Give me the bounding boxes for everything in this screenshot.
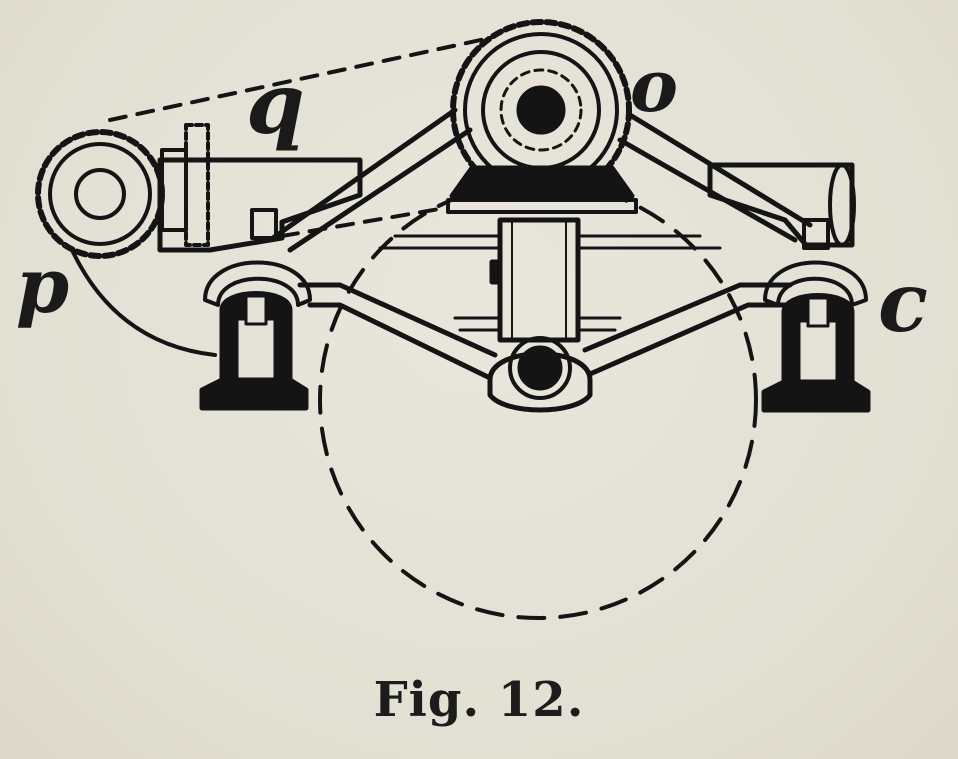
figure-caption: Fig. 12. [373, 672, 585, 728]
small-gear-block [160, 148, 188, 232]
label-q: q [246, 54, 305, 153]
spindle-collar [489, 259, 503, 285]
lower-bearing-ring [508, 336, 572, 400]
pulley-p [35, 129, 165, 259]
label-c: c [878, 255, 928, 351]
left-spring-cup [203, 260, 312, 307]
pulley-p-rim [48, 142, 152, 246]
pulley-p-hub [74, 168, 126, 220]
right-beam-end [828, 163, 856, 247]
shaft-lower [453, 316, 622, 332]
chain-line-top [108, 36, 492, 122]
chain-line-lower [280, 206, 447, 238]
right-foot-stem [806, 296, 830, 328]
left-upper-arm [267, 107, 473, 253]
right-spring-cup [763, 260, 868, 307]
upper-gear-o-hub [516, 85, 566, 135]
upper-gear-o-inner [481, 50, 601, 170]
cable [70, 248, 217, 357]
left-bolt [250, 208, 278, 240]
spindle-detail [511, 219, 567, 341]
lower-bearing-hub [517, 345, 563, 391]
upper-gear-o [450, 19, 632, 201]
upper-gear-o-dashed [499, 68, 583, 152]
left-foot-stem [244, 294, 268, 326]
left-lower-arm [297, 282, 498, 381]
horizontal-shaft [378, 234, 722, 250]
left-foot-window [233, 315, 279, 383]
right-foot-window [795, 317, 841, 385]
label-p: p [16, 241, 70, 330]
small-gear-q [184, 123, 210, 247]
right-upper-arm [617, 112, 813, 243]
upper-gear-o-rim [463, 32, 619, 188]
gear-base-plate [446, 198, 638, 214]
label-o: o [630, 43, 679, 128]
right-bolt [802, 218, 830, 250]
